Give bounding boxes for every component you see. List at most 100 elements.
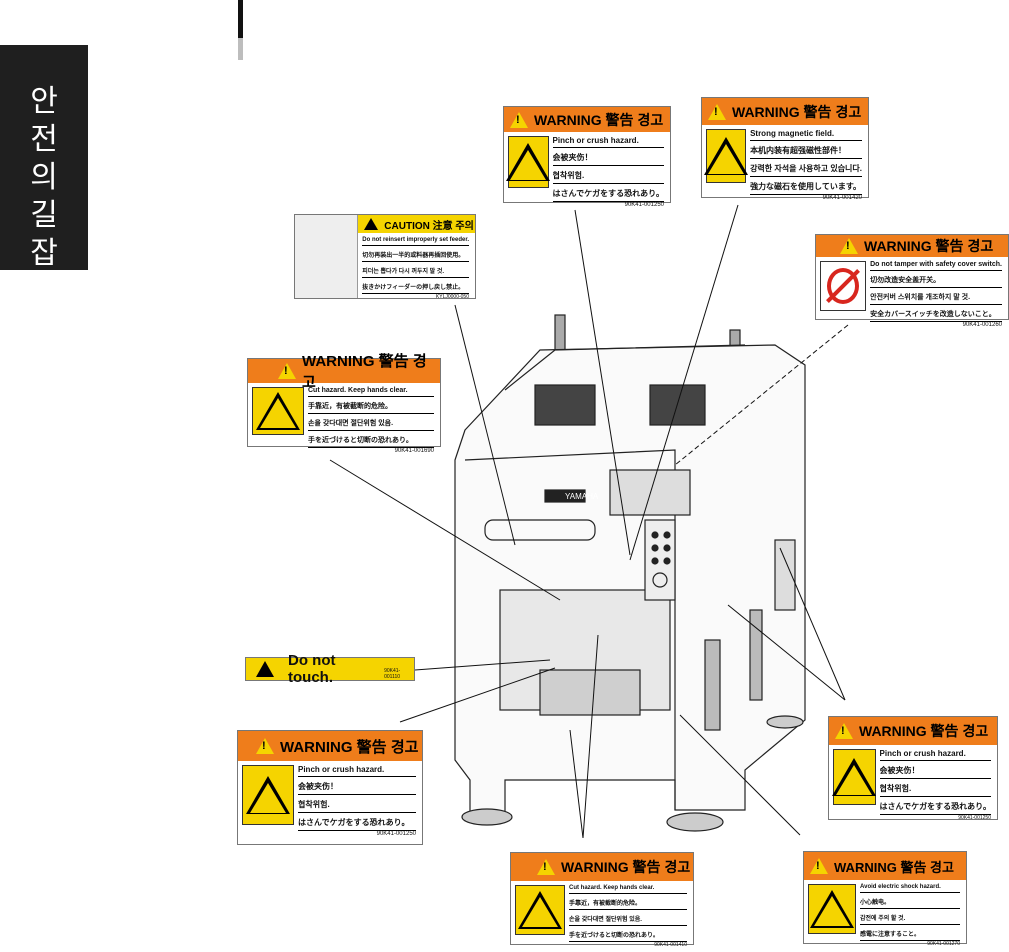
label-line: Avoid electric shock hazard. <box>860 880 960 893</box>
pinch-hazard-icon <box>242 765 294 825</box>
label-header: WARNING 警告 경고 <box>804 852 966 880</box>
label-line: 切勿再装出一半的或料器再插回使用。 <box>362 246 469 262</box>
label-body: Cut hazard. Keep hands clear. 手靠近，有被截断的危… <box>511 881 693 942</box>
label-code: KYLJ0000-050 <box>435 294 469 300</box>
label-header: WARNING 警告 경고 <box>504 107 670 132</box>
label-line: 협착위험. <box>298 795 416 813</box>
label-line: 切勿改造安全盖开关。 <box>870 271 1002 288</box>
label-line: Do not tamper with safety cover switch. <box>870 257 1002 271</box>
warning-label-cut-left: WARNING 警告 경고 Cut hazard. Keep hands cle… <box>247 353 441 454</box>
label-line: 安全カバースイッチを改造しないこと。 <box>870 305 1002 322</box>
label-line: 手靠近，有被截断的危险。 <box>308 397 434 414</box>
label-code: 90K41-001260 <box>962 322 1002 328</box>
label-line: 피더는 뽑다가 다시 꺼두지 말 것. <box>362 262 469 278</box>
section-side-tab: 안 전 의 길 잡 이 <box>0 45 88 309</box>
warning-label-pinch-right: WARNING 警告 경고 Pinch or crush hazard. 会被夹… <box>828 716 998 821</box>
label-code: 90K41-001110 <box>384 668 401 680</box>
label-header: CAUTION 注意 주의 <box>358 215 475 233</box>
label-line: 抜きかけフィーダーの押し戻し禁止。 <box>362 278 469 294</box>
feeder-illustration <box>295 215 359 298</box>
label-header: WARNING 警告 경고 <box>248 353 440 391</box>
label-lines: Pinch or crush hazard. 会被夹伤！ 협착위험. はさんでケ… <box>879 745 997 815</box>
label-header-text: WARNING 警告 경고 <box>834 859 954 875</box>
label-right: CAUTION 注意 주의 Do not reinsert improperly… <box>358 215 475 300</box>
label-line: 手靠近，有被截断的危险。 <box>569 894 687 910</box>
warning-label-electric: WARNING 警告 경고 Avoid electric shock hazar… <box>803 851 967 947</box>
warning-label-cover-switch: WARNING 警告 경고 Do not tamper with safety … <box>815 234 1009 328</box>
warning-icon <box>278 363 296 379</box>
label-header: WARNING 警告 경고 <box>816 235 1008 257</box>
warning-icon <box>256 738 274 754</box>
caution-label-feeder: CAUTION 注意 주의 Do not reinsert improperly… <box>294 214 476 300</box>
label-line: 협착위험. <box>879 779 991 797</box>
warning-label-magnetic: WARNING 警告 경고 Strong magnetic field. 本机内… <box>701 97 869 201</box>
label-code: 90K41-001690 <box>394 448 434 454</box>
label-line: Strong magnetic field. <box>750 125 862 141</box>
label-line: 강력한 자석을 사용하고 있습니다. <box>750 159 862 177</box>
label-line: Do not reinsert improperly set feeder. <box>362 233 469 246</box>
label-body: Pinch or crush hazard. 会被夹伤！ 협착위험. はさんでケ… <box>829 745 997 815</box>
label-line: 手を近づけると切断の恐れあり。 <box>308 431 434 448</box>
label-body: Avoid electric shock hazard. 小心触电。 감전에 주… <box>804 880 966 941</box>
side-tab-char: 잡 <box>30 236 58 271</box>
label-line: Pinch or crush hazard. <box>879 745 991 761</box>
label-header: WARNING 警告 경고 <box>829 717 997 745</box>
label-header-text: CAUTION 注意 주의 <box>384 220 474 232</box>
label-lines: Pinch or crush hazard. 会被夹伤！ 협착위험. はさんでケ… <box>298 761 422 831</box>
warning-icon <box>840 238 858 254</box>
label-body: CAUTION 注意 주의 Do not reinsert improperly… <box>295 215 475 300</box>
label-lines: Cut hazard. Keep hands clear. 手靠近，有被截断的危… <box>308 383 440 448</box>
label-header: WARNING 警告 경고 <box>511 853 693 881</box>
label-lines: Pinch or crush hazard. 会被夹伤！ 협착위험. はさんでケ… <box>552 132 670 202</box>
side-tab-text: 안 전 의 길 잡 이 <box>24 83 64 311</box>
label-header: WARNING 警告 경고 <box>702 98 868 125</box>
label-line: 本机内装有超强磁性部件！ <box>750 141 862 159</box>
label-line: 안전커버 스위치를 개조하지 말 것. <box>870 288 1002 305</box>
electric-shock-icon <box>808 884 856 934</box>
label-code: 90K41-001250 <box>624 202 664 208</box>
pinch-hazard-icon <box>833 749 876 805</box>
cut-hazard-icon <box>515 885 565 935</box>
label-header-text: WARNING 警告 경고 <box>280 738 419 756</box>
label-header-text: WARNING 警告 경고 <box>302 353 427 391</box>
label-code: 90K41-001410 <box>654 942 687 948</box>
label-line: はさんでケガをする恐れあり。 <box>879 797 991 815</box>
label-line: 会被夹伤！ <box>298 777 416 795</box>
label-header-text: WARNING 警告 경고 <box>859 723 989 739</box>
label-line: 感電に注意すること。 <box>860 925 960 941</box>
magnet-hazard-icon <box>706 129 747 183</box>
warning-label-pinch-top: WARNING 警告 경고 Pinch or crush hazard. 会被夹… <box>503 106 671 208</box>
label-lines: Avoid electric shock hazard. 小心触电。 감전에 주… <box>860 880 966 941</box>
label-lines: Do not tamper with safety cover switch. … <box>870 257 1008 322</box>
label-line: 手を近づけると切断の恐れあり。 <box>569 926 687 942</box>
label-body: Pinch or crush hazard. 会被夹伤！ 협착위험. はさんでケ… <box>238 761 422 831</box>
do-not-touch-label: Do not touch. 90K41-001110 <box>245 652 415 686</box>
header-accent-bar <box>238 0 243 60</box>
label-line: 협착위험. <box>552 166 664 184</box>
label-header-text: WARNING 警告 경고 <box>561 859 691 875</box>
caution-icon <box>256 661 274 677</box>
warning-icon <box>835 723 853 739</box>
label-line: 小心触电。 <box>860 893 960 909</box>
label-body: Cut hazard. Keep hands clear. 手靠近，有被截断的危… <box>248 383 440 448</box>
label-body: Do not tamper with safety cover switch. … <box>816 257 1008 322</box>
label-line: Pinch or crush hazard. <box>298 761 416 777</box>
caution-icon <box>364 218 379 232</box>
cut-hazard-icon <box>252 387 304 435</box>
label-line: 会被夹伤！ <box>552 148 664 166</box>
label-lines: Cut hazard. Keep hands clear. 手靠近，有被截断的危… <box>569 881 693 942</box>
side-tab-char: 이 <box>30 274 58 309</box>
label-body: Strong magnetic field. 本机内装有超强磁性部件！ 강력한 … <box>702 125 868 195</box>
label-header-text: WARNING 警告 경고 <box>864 238 994 254</box>
machine-illustration: YAMAHA <box>454 314 806 832</box>
do-not-touch-text: Do not touch. <box>288 652 336 686</box>
side-tab-char: 길 <box>30 198 58 233</box>
pinch-hazard-icon <box>508 136 549 188</box>
machine-logo: YAMAHA <box>565 492 599 501</box>
label-lines: Do not reinsert improperly set feeder. 切… <box>358 233 475 294</box>
label-line: 손을 갖다대면 절단위험 있음. <box>569 910 687 926</box>
side-tab-char: 안 <box>30 84 58 119</box>
label-code: 90K41-001250 <box>376 831 416 837</box>
label-line: 強力な磁石を使用しています。 <box>750 177 862 195</box>
